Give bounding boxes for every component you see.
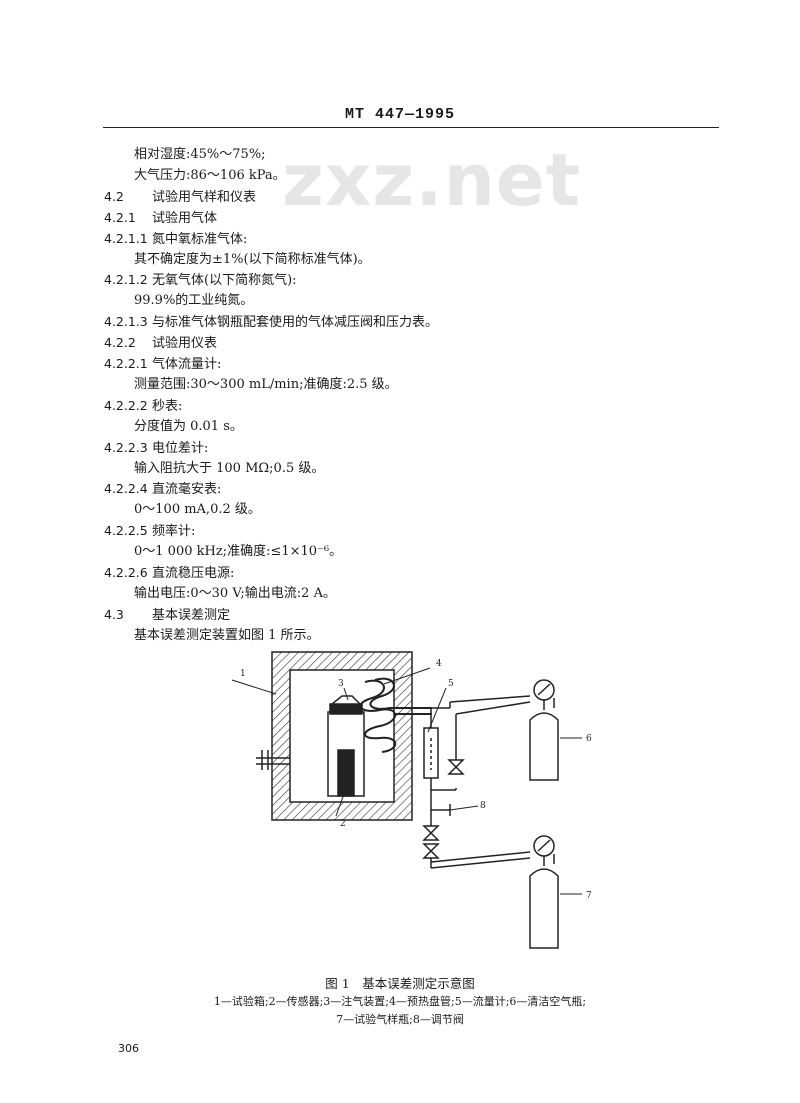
content-line: 基本误差测定装置如图 1 所示。 bbox=[134, 628, 320, 644]
label-6: 6 bbox=[586, 734, 592, 744]
line-text: 测量范围:30～300 mL/min;准确度:2.5 级。 bbox=[134, 376, 398, 392]
preheat-coil bbox=[359, 677, 432, 753]
valve-upper bbox=[447, 759, 465, 775]
label-2: 2 bbox=[340, 819, 346, 829]
regulating-valve bbox=[431, 804, 451, 816]
line-text: 分度值为 0.01 s。 bbox=[134, 418, 243, 434]
section-number: 4.3 bbox=[104, 606, 124, 622]
line-text: 基本误差测定 bbox=[152, 607, 231, 623]
figure-caption: 图 1 基本误差测定示意图 bbox=[325, 976, 475, 991]
figure-legend-line-2: 7—试验气样瓶;8—调节阀 bbox=[336, 1013, 464, 1026]
content-line: 输入阻抗大于 100 MΩ;0.5 级。 bbox=[134, 461, 324, 477]
test-gas-cylinder bbox=[529, 835, 559, 949]
section-number: 4.2 bbox=[104, 188, 124, 204]
content-line: 输出电压:0～30 V;输出电流:2 A。 bbox=[134, 586, 336, 602]
section-number: 4.2.2.2 bbox=[104, 397, 148, 413]
content-line: 大气压力:86～106 kPa。 bbox=[134, 168, 286, 184]
section-number: 4.2.1.1 bbox=[104, 230, 148, 246]
line-text: 电位差计: bbox=[152, 440, 209, 456]
line-text: 输出电压:0～30 V;输出电流:2 A。 bbox=[134, 585, 336, 601]
line-text: 99.9%的工业纯氮。 bbox=[134, 293, 254, 309]
line-text: 直流毫安表: bbox=[152, 482, 222, 498]
line-text: 相对湿度:45%～75%; bbox=[134, 147, 266, 162]
line-text: 频率计: bbox=[152, 524, 196, 540]
section-line: 4.2 试验用气样和仪表 bbox=[104, 189, 256, 206]
section-number: 4.2.2.3 bbox=[104, 439, 148, 455]
content-line: 0～1 000 kHz;准确度:≤1×10⁻⁶。 bbox=[134, 544, 342, 560]
section-number: 4.2.2.1 bbox=[104, 356, 148, 371]
line-text: 氮中氧标准气体: bbox=[152, 231, 248, 247]
line-text: 与标准气体钢瓶配套使用的气体减压阀和压力表。 bbox=[152, 315, 439, 331]
section-number: 4.2.2.4 bbox=[104, 481, 148, 497]
apparatus-diagram: 1 2 3 4 5 6 7 8 bbox=[231, 651, 592, 949]
line-text: 输入阻抗大于 100 MΩ;0.5 级。 bbox=[134, 460, 325, 476]
section-number: 4.2.1.3 bbox=[104, 314, 148, 330]
section-number: 4.2.2.6 bbox=[104, 565, 148, 580]
watermark: zxz.net bbox=[282, 138, 582, 222]
label-7: 7 bbox=[586, 891, 592, 901]
line-text: 基本误差测定装置如图 1 所示。 bbox=[134, 627, 320, 643]
content-line: 分度值为 0.01 s。 bbox=[134, 419, 243, 435]
pipes bbox=[430, 695, 531, 869]
label-8: 8 bbox=[480, 801, 486, 811]
section-number: 4.2.2 bbox=[104, 335, 136, 351]
section-line: 4.3 基本误差测定 bbox=[104, 607, 230, 624]
leader-lines bbox=[231, 667, 582, 895]
document-code: MT 447—1995 bbox=[344, 106, 456, 123]
content-line: 相对湿度:45%～75%; bbox=[134, 147, 266, 163]
clean-air-cylinder bbox=[529, 679, 559, 781]
line-text: 秒表: bbox=[152, 398, 183, 414]
label-5: 5 bbox=[448, 679, 454, 689]
section-line: 4.2.2.1 气体流量计: bbox=[104, 356, 221, 373]
line-text: 0～1 000 kHz;准确度:≤1×10⁻⁶。 bbox=[134, 544, 343, 560]
section-line: 4.2.1 试验用气体 bbox=[104, 210, 217, 227]
content-line: 99.9%的工业纯氮。 bbox=[134, 293, 253, 309]
page-number: 306 bbox=[118, 1042, 139, 1055]
section-line: 4.2.2 试验用仪表 bbox=[104, 335, 217, 352]
label-4: 4 bbox=[436, 659, 442, 669]
line-text: 其不确定度为±1%(以下简称标准气体)。 bbox=[134, 251, 371, 267]
figure-legend-line-1: 1—试验箱;2—传感器;3—注气装置;4—预热盘管;5—流量计;6—清洁空气瓶; bbox=[213, 995, 587, 1008]
line-text: 气体流量计: bbox=[152, 357, 222, 372]
section-number: 4.2.2.5 bbox=[104, 523, 148, 539]
line-text: 试验用仪表 bbox=[152, 336, 218, 352]
flow-meter bbox=[423, 708, 439, 840]
figure-labels: 1 2 3 4 5 6 7 8 bbox=[240, 659, 592, 901]
label-1: 1 bbox=[240, 669, 246, 679]
line-text: 直流稳压电源: bbox=[152, 566, 235, 581]
line-text: 试验用气样和仪表 bbox=[152, 189, 257, 205]
content-line: 0～100 mA,0.2 级。 bbox=[134, 502, 261, 518]
content-line: 测量范围:30～300 mL/min;准确度:2.5 级。 bbox=[134, 377, 398, 393]
section-line: 4.2.2.6 直流稳压电源: bbox=[104, 565, 234, 582]
line-text: 无氧气体(以下简称氮气): bbox=[152, 273, 297, 289]
line-text: 试验用气体 bbox=[152, 210, 218, 226]
section-number: 4.2.1 bbox=[104, 209, 136, 225]
header-rule bbox=[103, 127, 719, 128]
injection-device-pipe bbox=[256, 750, 290, 770]
content-line: 其不确定度为±1%(以下简称标准气体)。 bbox=[134, 252, 371, 268]
sensor bbox=[327, 695, 365, 797]
valve-lower bbox=[422, 825, 440, 859]
section-number: 4.2.1.2 bbox=[104, 272, 148, 288]
line-text: 0～100 mA,0.2 级。 bbox=[134, 502, 261, 518]
line-text: 大气压力:86～106 kPa。 bbox=[134, 167, 286, 183]
label-3: 3 bbox=[338, 679, 344, 689]
